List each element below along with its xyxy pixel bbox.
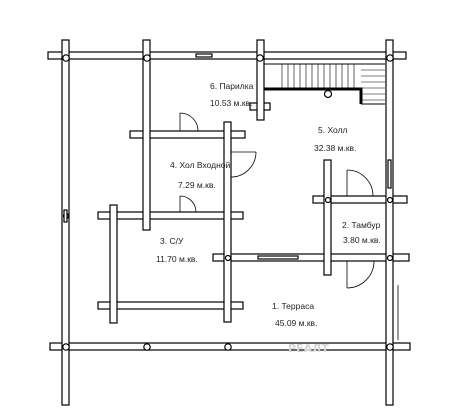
wall-right bbox=[385, 39, 394, 406]
wall-vert-e bbox=[323, 159, 332, 276]
watermark: РЕАЛТ bbox=[288, 342, 329, 355]
wall-hall-lower bbox=[97, 211, 244, 220]
wall-middle bbox=[212, 253, 410, 262]
room-labels: 6. Парилка 10.53 м.кв. 5. Холл 32.38 м.к… bbox=[156, 81, 381, 328]
window bbox=[195, 53, 213, 58]
room-area: 45.09 м.кв. bbox=[275, 318, 317, 328]
room-name: 4. Хол Входной bbox=[170, 160, 231, 170]
wall-hall-upper bbox=[129, 130, 246, 139]
room-name: 1. Терраса bbox=[272, 301, 314, 311]
room-area: 32.38 м.кв. bbox=[314, 143, 356, 153]
wall-vert-c bbox=[223, 121, 232, 323]
room-name: 5. Холл bbox=[318, 125, 348, 135]
room-area: 3.80 м.кв. bbox=[343, 235, 381, 245]
wall-vert-b bbox=[256, 39, 265, 121]
room-name: 6. Парилка bbox=[210, 81, 254, 91]
wall-vert-d bbox=[109, 204, 118, 324]
room-area: 10.53 м.кв. bbox=[210, 98, 252, 108]
window bbox=[257, 255, 299, 260]
staircase bbox=[281, 63, 385, 101]
room-area: 7.29 м.кв. bbox=[178, 180, 216, 190]
room-name: 2. Тамбур bbox=[342, 220, 381, 230]
wall-vestibule-top bbox=[312, 195, 408, 204]
room-name: 3. С/У bbox=[160, 236, 184, 246]
window bbox=[63, 209, 68, 223]
room-area: 11.70 м.кв. bbox=[156, 254, 198, 264]
window bbox=[387, 159, 392, 189]
stair-wall bbox=[264, 87, 363, 104]
windows bbox=[63, 53, 392, 260]
wall-bath-bottom bbox=[97, 301, 244, 310]
wall-vert-a bbox=[142, 39, 151, 231]
wall-top bbox=[47, 51, 407, 60]
doors bbox=[149, 112, 399, 340]
